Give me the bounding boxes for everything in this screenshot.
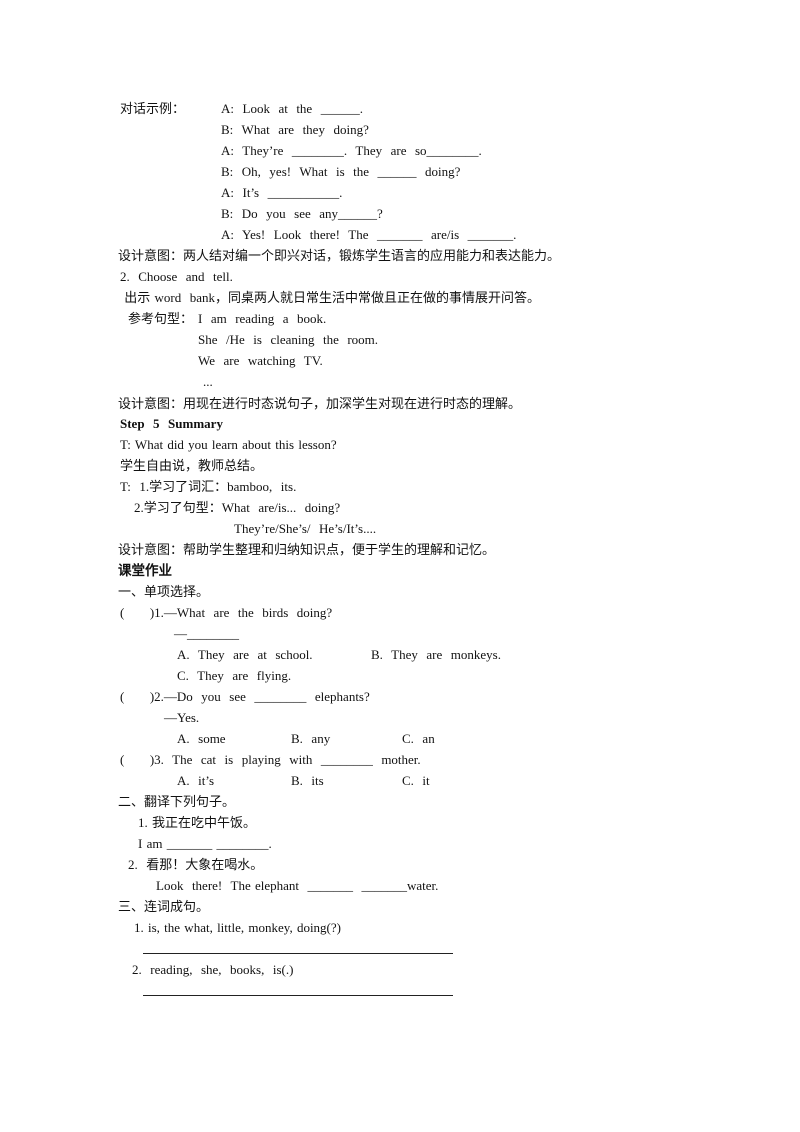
translate-1: 1. 我正在吃中午饭。 [138,815,257,830]
reference-line-3: We are watching TV. [198,353,323,368]
dialogue-line-1: A: Look at the ______. [221,101,363,116]
q1-option-a: A. They are at school. [177,647,313,662]
step5-pattern: 2.学习了句型：What are/is... doing? [134,500,341,515]
dialogue-line-6: B: Do you see any______? [221,206,383,221]
reference-line-4: ... [203,374,213,389]
choose-tell-intent: 设计意图：用现在进行时态说句子，加深学生对现在进行时态的理解。 [118,396,522,411]
q3-option-a: A. it’s [177,773,215,788]
dialogue-line-4: B: Oh, yes! What is the ______ doing? [221,164,461,179]
q2-stem: ( )2.—Do you see ________ elephants? [120,689,370,704]
dialogue-line-7: A: Yes! Look there! The _______ are/is _… [221,227,517,242]
translate-2: 2. 看那！大象在喝水。 [128,857,264,872]
reorder-1: 1. is, the what, little, monkey, doing(?… [134,920,341,935]
step5-title: Step 5 Summary [120,416,223,431]
dialogue-line-2: B: What are they doing? [221,122,369,137]
step5-pattern-answer: They’re/She’s/ He’s/It’s.... [234,521,377,536]
step5-student: 学生自由说，教师总结。 [120,458,264,473]
step5-intent: 设计意图：帮助学生整理和归纳知识点，便于学生的理解和记忆。 [118,542,496,557]
reorder-2: 2. reading, she, books, is(.) [132,962,294,977]
q1-stem: ( )1.—What are the birds doing? [120,605,333,620]
reorder-1-answer-line [143,953,453,954]
part3-title: 三、连词成句。 [118,899,210,914]
q2-option-b: B. any [291,731,331,746]
q1-option-c: C. They are flying. [177,668,292,683]
step5-question: T: What did you learn about this lesson? [120,437,337,452]
translate-1-fill: I am _______ ________. [138,836,272,851]
reference-label: 参考句型： [128,311,194,326]
q2-answer: —Yes. [164,710,200,725]
reference-line-2: She /He is cleaning the room. [198,332,379,347]
dialogue-label: 对话示例： [120,101,186,116]
q1-option-b: B. They are monkeys. [371,647,501,662]
q3-option-c: C. it [402,773,430,788]
part1-title: 一、单项选择。 [118,584,210,599]
reference-line-1: I am reading a book. [198,311,327,326]
homework-title: 课堂作业 [118,563,172,579]
q1-answer-blank: —________ [174,626,239,641]
part2-title: 二、翻译下列句子。 [118,794,236,809]
choose-tell-title: 2. Choose and tell. [120,269,233,284]
translate-2-fill: Look there! The elephant _______ _______… [156,878,439,893]
step5-vocab: T: 1.学习了词汇：bamboo, its. [120,479,297,494]
choose-tell-instruction: 出示 word bank，同桌两人就日常生活中常做且正在做的事情展开问答。 [120,290,540,305]
q2-option-c: C. an [402,731,435,746]
q3-option-b: B. its [291,773,324,788]
dialogue-line-5: A: It’s ___________. [221,185,343,200]
q3-stem: ( )3. The cat is playing with ________ m… [120,752,421,767]
q2-option-a: A. some [177,731,226,746]
reorder-2-answer-line [143,995,453,996]
dialogue-intent: 设计意图：两人结对编一个即兴对话，锻炼学生语言的应用能力和表达能力。 [118,248,561,263]
dialogue-line-3: A: They’re ________. They are so________… [221,143,482,158]
